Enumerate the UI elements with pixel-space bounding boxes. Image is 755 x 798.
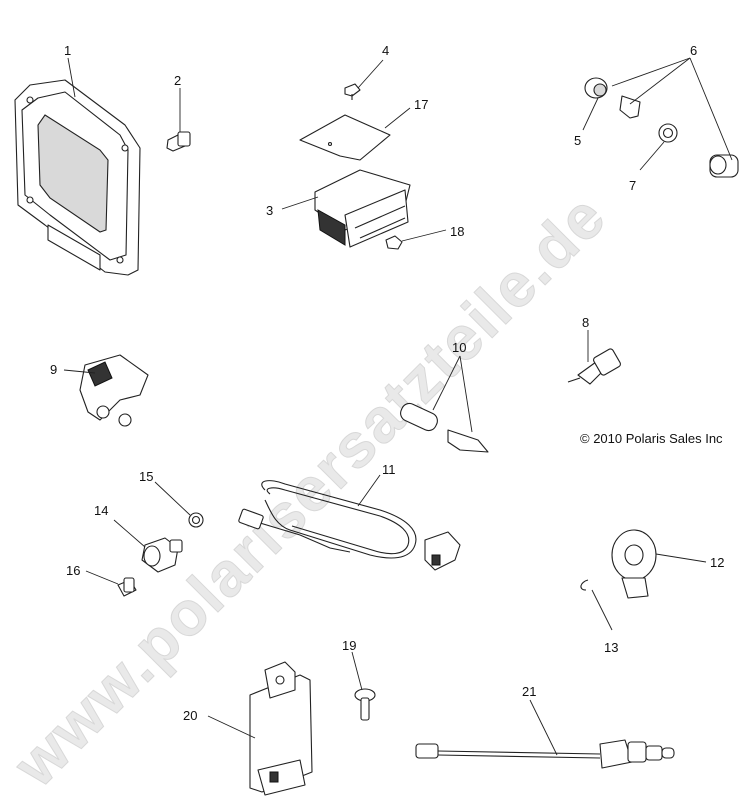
leader-10b xyxy=(459,355,473,433)
part-filter-10 xyxy=(400,402,489,453)
part-sensor-8 xyxy=(567,348,621,385)
part-grommet-7 xyxy=(658,123,678,143)
leader-19 xyxy=(351,651,363,691)
part-nut-18 xyxy=(385,235,403,250)
callout-8: 8 xyxy=(582,315,589,330)
callout-17: 17 xyxy=(414,97,428,112)
part-o2-sensor-21 xyxy=(415,739,675,769)
part-oring-15 xyxy=(188,512,204,528)
leader-4 xyxy=(357,59,384,89)
callout-13: 13 xyxy=(604,640,618,655)
callout-1: 1 xyxy=(64,43,71,58)
part-map-sensor-9 xyxy=(79,354,149,427)
part-screw-19 xyxy=(354,688,376,721)
leader-12 xyxy=(655,553,707,563)
copyright-text: © 2010 Polaris Sales Inc xyxy=(580,431,723,446)
part-sensor-14 xyxy=(141,537,183,573)
leader-18 xyxy=(401,229,447,242)
leader-10a xyxy=(432,355,461,411)
leader-6b xyxy=(629,57,691,105)
part-fuse-box-3 xyxy=(314,169,411,248)
leader-9 xyxy=(63,369,96,374)
part-bolt-16 xyxy=(117,577,137,597)
leader-13 xyxy=(591,589,613,631)
leader-6c xyxy=(689,57,733,161)
part-ecu-module xyxy=(14,79,141,276)
leader-6a xyxy=(611,57,691,87)
callout-11: 11 xyxy=(382,462,396,477)
part-cover-plate-17 xyxy=(299,114,391,161)
callout-16: 16 xyxy=(66,563,80,578)
callout-15: 15 xyxy=(139,469,153,484)
part-bolt-2 xyxy=(166,131,191,152)
part-knock-sensor-12 xyxy=(611,529,657,599)
leader-14 xyxy=(113,519,146,548)
callout-10: 10 xyxy=(452,340,466,355)
leader-16 xyxy=(85,570,119,585)
callout-4: 4 xyxy=(382,43,389,58)
callout-9: 9 xyxy=(50,362,57,377)
leader-5 xyxy=(582,97,599,131)
part-switch-6 xyxy=(584,77,739,178)
callout-12: 12 xyxy=(710,555,724,570)
leader-20 xyxy=(207,715,256,739)
callout-5: 5 xyxy=(574,133,581,148)
callout-7: 7 xyxy=(629,178,636,193)
callout-19: 19 xyxy=(342,638,356,653)
callout-14: 14 xyxy=(94,503,108,518)
part-clip-13 xyxy=(580,579,589,591)
callout-2: 2 xyxy=(174,73,181,88)
leader-21 xyxy=(529,699,558,756)
leader-17 xyxy=(384,107,411,129)
leader-1 xyxy=(67,57,76,98)
part-screw-4 xyxy=(344,83,361,100)
part-relay-20 xyxy=(249,661,313,796)
leader-15 xyxy=(154,481,191,516)
callout-6: 6 xyxy=(690,43,697,58)
leader-11 xyxy=(357,474,381,507)
callout-3: 3 xyxy=(266,203,273,218)
leader-3 xyxy=(281,196,319,210)
callout-18: 18 xyxy=(450,224,464,239)
callout-20: 20 xyxy=(183,708,197,723)
callout-21: 21 xyxy=(522,684,536,699)
leader-7 xyxy=(639,141,665,171)
part-harness-11 xyxy=(238,480,461,571)
